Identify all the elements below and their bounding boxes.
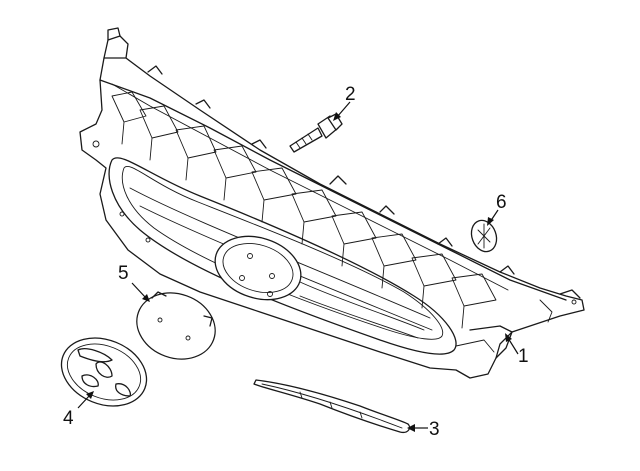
bolt bbox=[289, 113, 343, 153]
clip bbox=[470, 219, 498, 253]
callout-label-4: 4 bbox=[63, 408, 74, 429]
callout-4: 4 bbox=[63, 391, 94, 429]
callout-2: 2 bbox=[333, 84, 356, 121]
callout-5: 5 bbox=[118, 263, 150, 302]
callout-6: 6 bbox=[487, 192, 507, 226]
emblem bbox=[60, 337, 148, 407]
callout-label-2: 2 bbox=[345, 84, 356, 105]
callout-label-3: 3 bbox=[429, 419, 440, 440]
molding bbox=[253, 379, 411, 434]
callout-label-6: 6 bbox=[496, 192, 507, 213]
callout-3: 3 bbox=[407, 419, 440, 440]
callout-label-1: 1 bbox=[518, 346, 529, 367]
grille-assembly bbox=[79, 27, 585, 379]
callout-label-5: 5 bbox=[118, 263, 129, 284]
callout-1: 1 bbox=[505, 333, 529, 367]
emblem-base bbox=[136, 291, 216, 360]
